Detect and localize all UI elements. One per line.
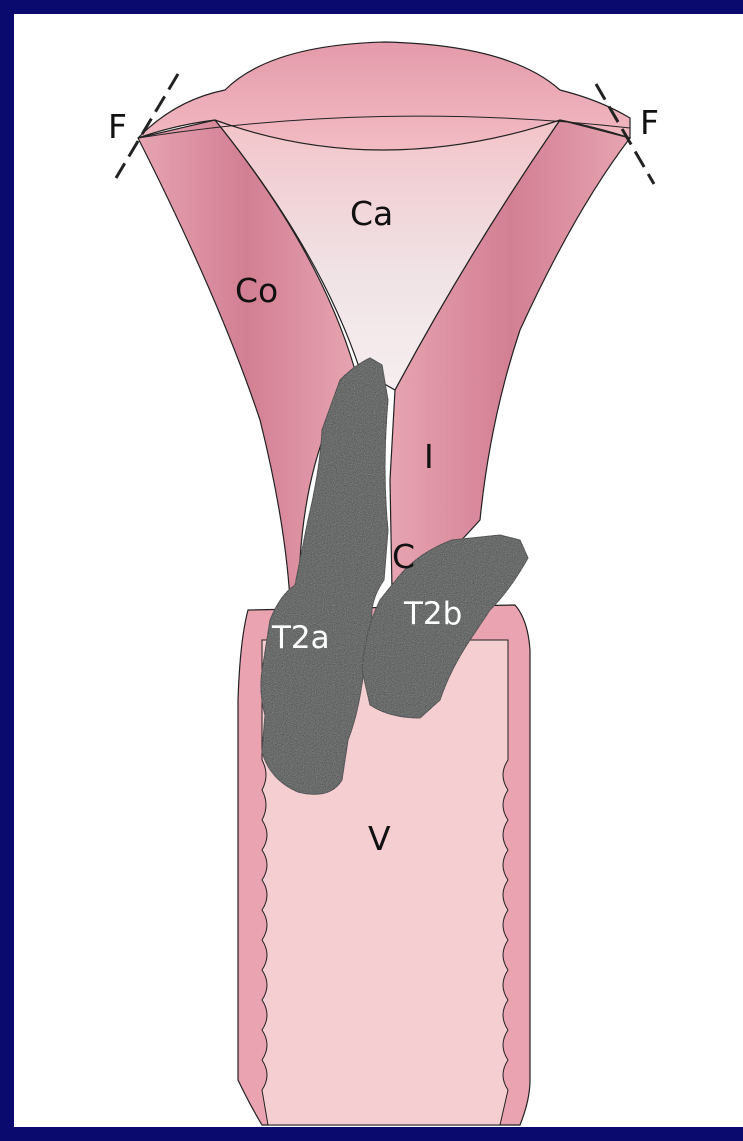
label-cervix: C bbox=[392, 537, 415, 576]
label-fallopian-right: F bbox=[640, 103, 659, 142]
label-tumor-t2a: T2a bbox=[271, 620, 330, 656]
label-vagina: V bbox=[368, 819, 391, 858]
label-isthmus: I bbox=[424, 437, 434, 476]
label-fallopian-left: F bbox=[108, 107, 127, 146]
label-corpus: Co bbox=[235, 271, 278, 310]
label-cavity: Ca bbox=[350, 194, 393, 233]
label-tumor-t2b: T2b bbox=[403, 596, 462, 632]
